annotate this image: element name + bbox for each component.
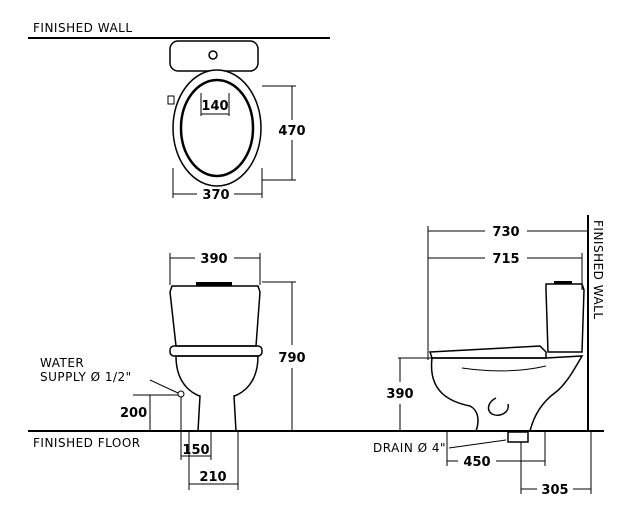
- top-hinge: [167, 95, 175, 105]
- top-bowl-opening: [179, 78, 255, 178]
- side-view: FINISHED WALL 730 715 390 DRAIN Ø 4": [373, 215, 605, 498]
- side-bowl-inner: [461, 365, 547, 372]
- dim-715: 715: [492, 252, 519, 267]
- dim-370: 370: [202, 188, 229, 203]
- water-supply-label-1: WATER: [40, 356, 84, 370]
- top-tank-outline: [169, 40, 259, 72]
- front-tank-lid: [196, 282, 232, 286]
- dim-470: 470: [278, 124, 305, 139]
- top-view: FINISHED WALL 140 470 370: [28, 21, 330, 203]
- drain-pipe: [507, 431, 529, 443]
- side-tank-lid: [554, 281, 572, 284]
- dim-200: 200: [120, 406, 147, 421]
- finished-wall-top-label: FINISHED WALL: [33, 21, 133, 35]
- leader-line: [149, 379, 179, 394]
- water-supply-point: [177, 390, 185, 398]
- drain-label: DRAIN Ø 4": [373, 441, 446, 455]
- side-tank-outline: [545, 283, 585, 353]
- leader-line: [448, 439, 507, 449]
- dim-390-front: 390: [200, 252, 227, 267]
- side-seat: [428, 345, 547, 359]
- dim-140: 140: [201, 99, 228, 114]
- finished-floor-label: FINISHED FLOOR: [33, 436, 141, 450]
- side-bowl-outline: [430, 355, 584, 432]
- front-bowl-outline: [175, 355, 259, 432]
- water-supply-label-2: SUPPLY Ø 1/2": [40, 370, 132, 384]
- finished-wall-side-label: FINISHED WALL: [591, 220, 605, 320]
- dim-790: 790: [278, 351, 305, 366]
- dim-450: 450: [463, 455, 490, 470]
- side-trap: [487, 397, 509, 416]
- dim-150: 150: [182, 443, 209, 458]
- front-tank-outline: [169, 285, 261, 347]
- dim-305: 305: [541, 483, 568, 498]
- dim-730: 730: [492, 225, 519, 240]
- dim-390-side: 390: [386, 387, 413, 402]
- front-view: 390 790 WATER SUPPLY Ø 1/2" 200 150 210: [40, 252, 306, 490]
- dim-210: 210: [199, 470, 226, 485]
- front-seat: [169, 345, 263, 357]
- flush-button-icon: [208, 50, 218, 60]
